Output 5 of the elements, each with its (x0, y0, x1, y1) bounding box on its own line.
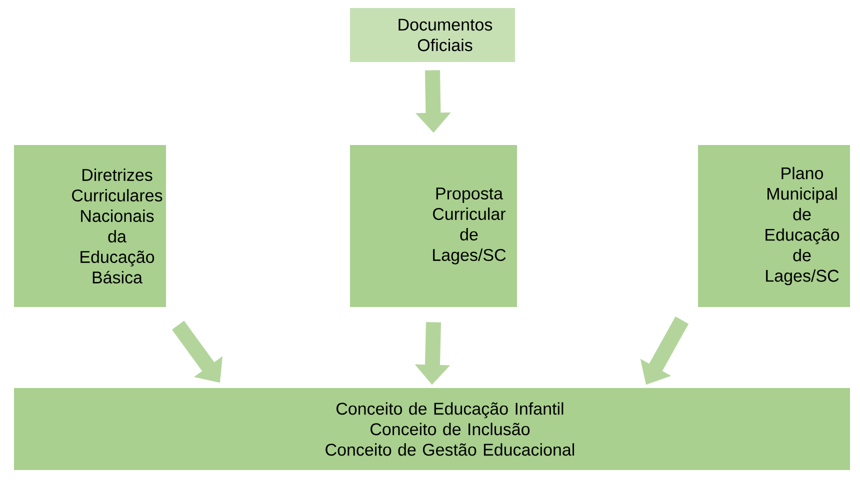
concept-box: Proposta Curricular de Lages/SC (350, 145, 517, 307)
concept-box: Conceito de Educação Infantil Conceito de Inclusão Conceito de Gestão Educacional (14, 388, 850, 470)
concept-box: Diretrizes Curriculares Nacionais da Educação Básica (14, 145, 166, 307)
concept-box: Plano Municipal de Educação de Lages/SC (698, 145, 850, 307)
concept-box: Documentos Oficiais (350, 8, 515, 62)
